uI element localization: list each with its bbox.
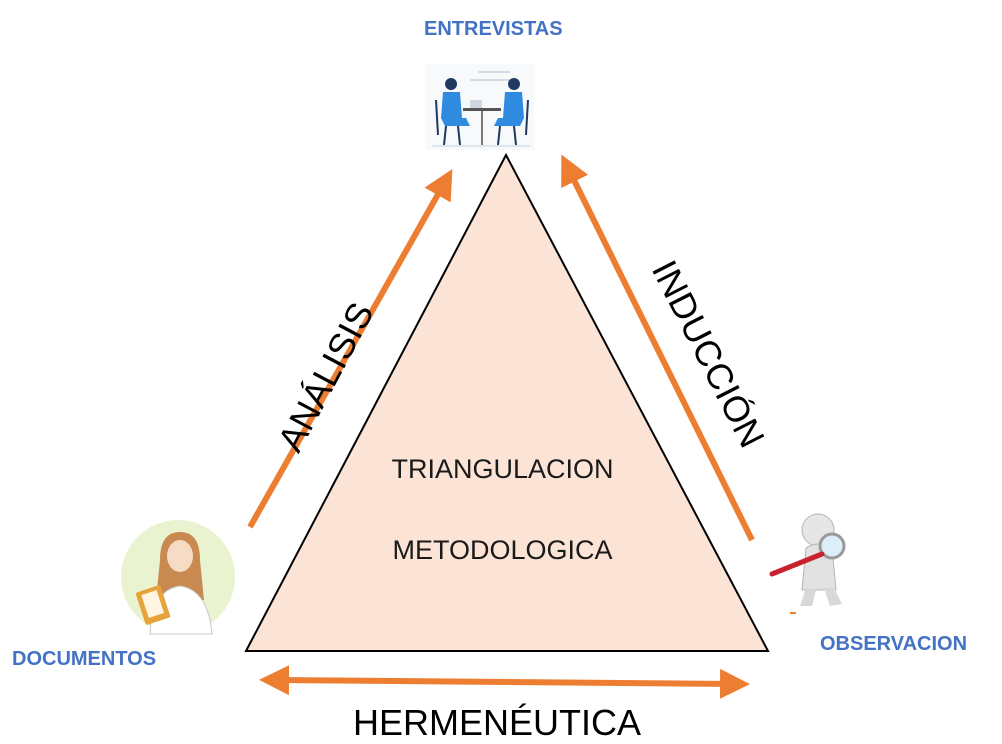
entrevistas-label: ENTREVISTAS	[424, 18, 563, 40]
figure-with-magnifier-icon	[769, 513, 846, 614]
documentos-label: DOCUMENTOS	[12, 648, 157, 670]
center-text-line2: METODOLOGICA	[392, 535, 613, 565]
induction-arrow	[561, 154, 755, 542]
hermeneutics-arrow	[259, 665, 750, 699]
center-text-line1: TRIANGULACION	[391, 454, 614, 484]
triangle-shape	[244, 152, 770, 652]
hermeneutics-label: HERMENÉUTICA	[352, 702, 642, 743]
observacion-label: OBSERVACION	[820, 633, 968, 655]
woman-with-clipboard-icon	[121, 520, 235, 635]
interview-illustration-icon	[426, 64, 534, 150]
analysis-arrow	[247, 168, 453, 529]
